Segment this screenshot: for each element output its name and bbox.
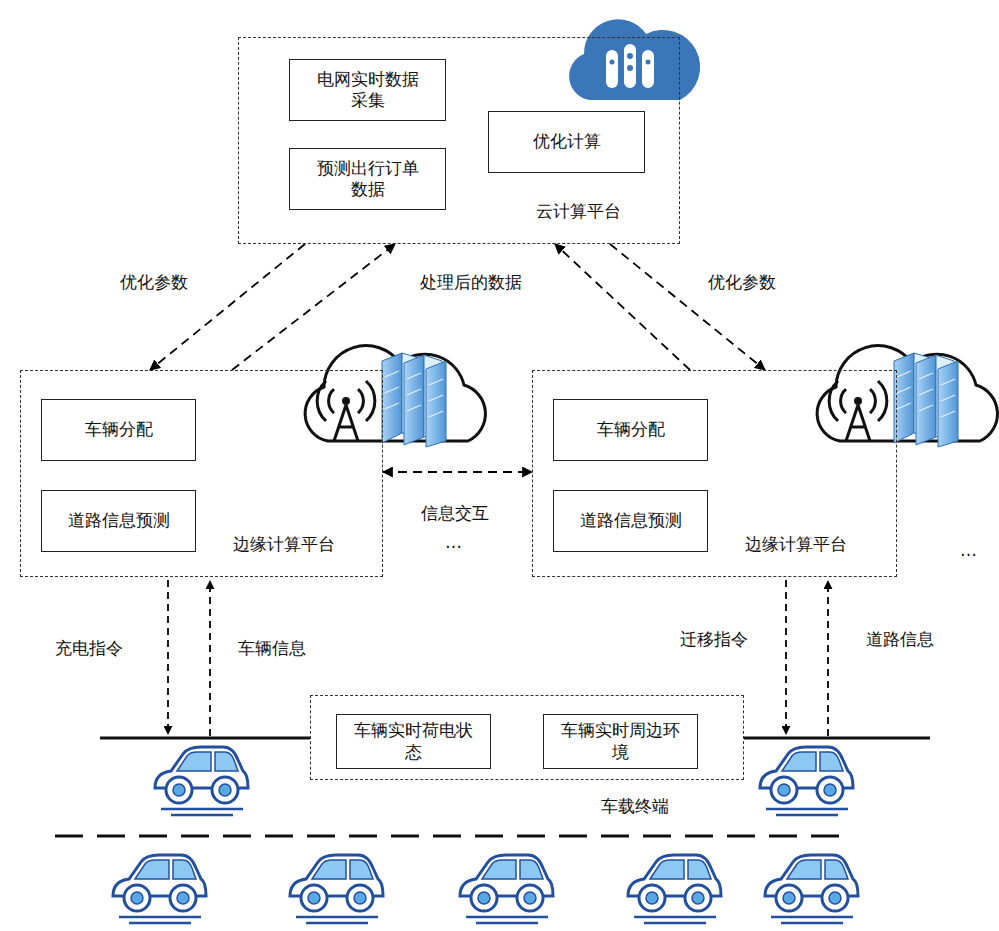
signal-label: 道路信息 [866, 629, 934, 649]
box-text: 车辆实时周边环境 [561, 720, 681, 763]
edge-label: 优化参数 [120, 272, 188, 292]
edge-platform: 边缘计算平台 车辆分配道路信息预测 [532, 370, 897, 577]
ellipsis: … [445, 532, 462, 552]
signal-label: 充电指令 [55, 638, 123, 658]
process-box: 电网实时数据采集 [289, 59, 446, 121]
platform-title: 边缘计算平台 [233, 534, 335, 554]
platform-title: 云计算平台 [536, 201, 621, 221]
dashed-connector [555, 244, 690, 370]
box-text: 道路信息预测 [580, 510, 682, 531]
process-box: 道路信息预测 [553, 490, 708, 552]
edge-server-icon [817, 346, 997, 447]
signal-arrow [168, 580, 828, 736]
dashed-connector [383, 471, 532, 473]
vehicle-terminal: 车载终端车辆实时荷电状态车辆实时周边环境 [310, 695, 744, 780]
dashed-connector [610, 244, 765, 370]
edge-platform: 边缘计算平台 车辆分配道路信息预测 [20, 370, 383, 577]
box-text: 道路信息预测 [68, 510, 170, 531]
platform-title: 边缘计算平台 [745, 534, 847, 554]
signal-label: 车辆信息 [238, 638, 306, 658]
process-box: 车辆实时荷电状态 [336, 714, 491, 769]
process-box: 车辆实时周边环境 [543, 714, 698, 769]
box-text: 车辆实时荷电状态 [354, 720, 474, 763]
box-text: 预测出行订单数据 [315, 158, 421, 201]
ellipsis: … [960, 540, 977, 560]
box-text: 车辆分配 [597, 419, 665, 440]
signal-label: 迁移指令 [680, 629, 748, 649]
flow-label: 处理后的数据 [420, 272, 522, 292]
cloud-icon [569, 19, 700, 100]
process-box: 车辆分配 [553, 399, 708, 461]
dashed-connector [150, 244, 305, 370]
box-text: 优化计算 [533, 131, 601, 152]
edge-label: 信息交互 [421, 503, 489, 523]
cloud-platform: 云计算平台 电网实时数据采集预测出行订单数据 优化计算 [238, 37, 680, 244]
box-text: 车辆分配 [85, 419, 153, 440]
process-box: 预测出行订单数据 [289, 148, 446, 210]
road [55, 738, 930, 836]
process-box: 车辆分配 [41, 399, 196, 461]
edge-label: 优化参数 [708, 272, 776, 292]
dashed-connector [232, 244, 395, 370]
process-box: 优化计算 [488, 111, 645, 173]
box-text: 电网实时数据采集 [315, 69, 421, 112]
vehicle [113, 747, 858, 923]
platform-title: 车载终端 [601, 796, 669, 816]
edge-server-icon [305, 346, 485, 447]
process-box: 道路信息预测 [41, 490, 196, 552]
